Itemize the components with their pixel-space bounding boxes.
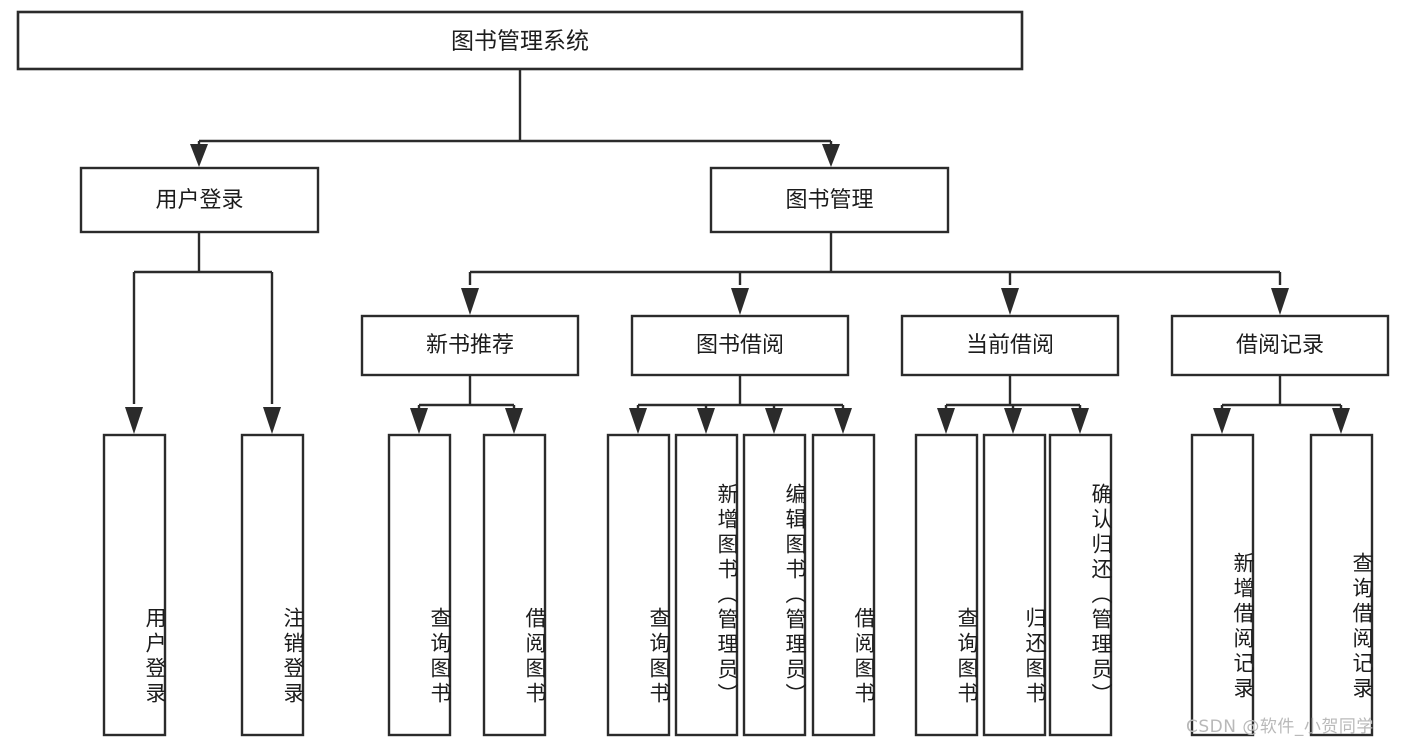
arrow-head-leaf-logout	[263, 407, 281, 434]
node-label-root: 图书管理系统	[451, 29, 589, 55]
node-box-leaf-add-book-admin[interactable]	[674, 433, 739, 737]
node-box-leaf-borrow-book[interactable]	[811, 433, 876, 737]
node-label-borrow-record: 借阅记录	[1236, 333, 1324, 358]
arrow-head-book-borrow	[731, 288, 749, 315]
node-label-current-borrow: 当前借阅	[966, 333, 1054, 358]
node-box-leaf-return-book[interactable]	[982, 433, 1047, 737]
arrow-head-new-book-recommend	[461, 288, 479, 315]
arrow-head-leaf-add-borrow-record	[1213, 408, 1231, 434]
node-box-leaf-query-book-borrow[interactable]	[606, 433, 671, 737]
node-box-leaf-borrow-book-rec[interactable]	[482, 433, 547, 737]
arrow-head-leaf-query-borrow-record	[1332, 408, 1350, 434]
node-label-book-manage: 图书管理	[785, 188, 873, 213]
connector-layer	[125, 69, 1350, 434]
node-box-layer: 图书管理系统 用户登录 图书管理 新书推荐 图书借阅 当前借阅 借阅记录	[16, 10, 1390, 737]
arrow-head-leaf-edit-book-admin	[765, 408, 783, 434]
node-box-leaf-edit-book-admin[interactable]	[742, 433, 807, 737]
node-box-current-borrow[interactable]	[900, 314, 1120, 377]
arrow-head-current-borrow	[1001, 288, 1019, 315]
arrow-head-leaf-borrow-book-rec	[505, 408, 523, 434]
node-box-leaf-logout[interactable]	[240, 433, 305, 737]
node-label-user-login: 用户登录	[155, 188, 243, 213]
node-box-borrow-record[interactable]	[1170, 314, 1390, 377]
node-box-leaf-query-book-current[interactable]	[914, 433, 979, 737]
node-box-root[interactable]	[16, 10, 1024, 71]
node-box-leaf-add-borrow-record[interactable]	[1190, 433, 1255, 737]
arrow-head-leaf-add-book-admin	[697, 408, 715, 434]
node-box-leaf-user-login[interactable]	[102, 433, 167, 737]
node-box-user-login[interactable]	[79, 166, 320, 234]
node-label-new-book-recommend: 新书推荐	[426, 333, 514, 358]
node-box-new-book-recommend[interactable]	[360, 314, 580, 377]
arrow-head-user-login	[190, 144, 208, 167]
arrow-head-leaf-borrow-book	[834, 408, 852, 434]
node-box-leaf-query-borrow-record[interactable]	[1309, 433, 1374, 737]
node-box-leaf-confirm-return-admin[interactable]	[1048, 433, 1113, 737]
arrow-head-leaf-user-login	[125, 407, 143, 434]
node-box-book-manage[interactable]	[709, 166, 950, 234]
arrow-head-book-manage	[822, 144, 840, 167]
node-box-book-borrow[interactable]	[630, 314, 850, 377]
node-box-leaf-query-book-rec[interactable]	[387, 433, 452, 737]
arrow-head-borrow-record	[1271, 288, 1289, 315]
node-label-book-borrow: 图书借阅	[696, 333, 784, 358]
arrow-head-leaf-query-book-rec	[410, 408, 428, 434]
arrow-head-leaf-confirm-return-admin	[1071, 408, 1089, 434]
arrow-head-leaf-return-book	[1004, 408, 1022, 434]
arrow-head-leaf-query-book-current	[937, 408, 955, 434]
watermark-text: CSDN @软件_小贺同学	[1186, 717, 1374, 737]
arrow-head-leaf-query-book-borrow	[629, 408, 647, 434]
